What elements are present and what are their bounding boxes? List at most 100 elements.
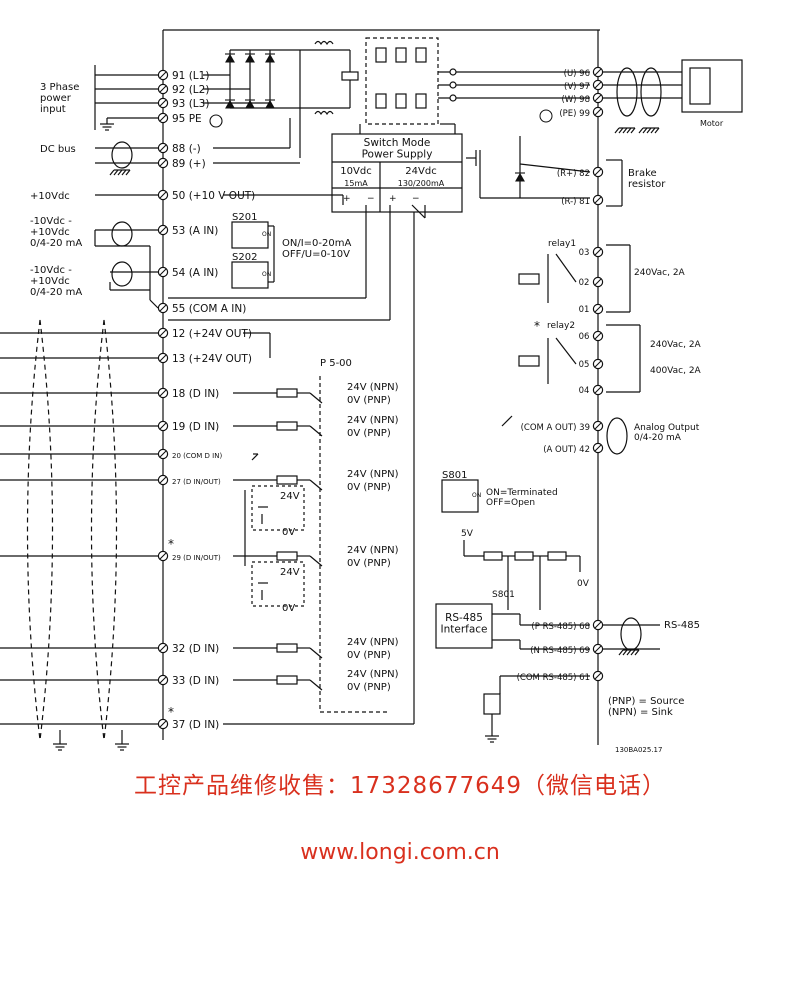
terminal-screw: [157, 302, 169, 314]
chassis-hatch: [113, 169, 119, 176]
terminal-slot: [159, 159, 167, 167]
terminal-screw: [592, 66, 604, 78]
terminal-label-50: 50 (+10 V OUT): [172, 190, 255, 202]
asterisk-29: *: [168, 537, 174, 551]
terminal-label-29: 29 (D IN/OUT): [172, 554, 221, 562]
terminal-screw: [592, 619, 604, 631]
wire: [309, 679, 323, 691]
terminal-screw: [592, 92, 604, 104]
chassis-hatch: [121, 169, 127, 176]
psu-minus: −: [367, 194, 375, 204]
chassis-hatch: [626, 649, 632, 656]
chassis-hatch: [626, 127, 632, 134]
diode-icon: [225, 53, 235, 63]
wire: [309, 479, 323, 491]
terminal-slot: [159, 354, 167, 362]
terminal-slot: [159, 85, 167, 93]
rs485-0v-label: 0V: [577, 579, 590, 589]
terminal-slot: [594, 645, 602, 653]
terminal-slot: [159, 144, 167, 152]
wire: [309, 392, 323, 404]
chassis-hatch: [654, 127, 660, 134]
chassis-hatch: [125, 169, 131, 176]
terminal-label-32: 32 (D IN): [172, 643, 219, 655]
terminal-label-54: 54 (A IN): [172, 267, 218, 279]
motor-label: Motor: [700, 119, 724, 128]
terminal-label-95: 95 PE: [172, 113, 202, 125]
terminal-slot: [159, 422, 167, 430]
terminal-screw: [157, 550, 169, 562]
terminal-screw: [157, 112, 169, 124]
npn-label: 24V (NPN): [347, 669, 399, 680]
website-link[interactable]: www.longi.com.cn: [300, 840, 500, 865]
terminal-slot: [159, 191, 167, 199]
logic-24v: 24V: [280, 491, 300, 502]
npn-label: 24V (NPN): [347, 469, 399, 480]
relay-coil: [518, 355, 540, 367]
resistor: [276, 643, 298, 653]
logic-24v: 24V: [280, 567, 300, 578]
chassis-hatch: [634, 649, 640, 656]
resistor: [483, 551, 503, 561]
terminal-label-20: 20 (COM D IN): [172, 452, 222, 460]
psu-10v-current: 15mA: [344, 179, 368, 188]
terminal-layer: [157, 66, 604, 730]
psu-plus: +: [343, 194, 351, 204]
terminal-slot: [594, 444, 602, 452]
diode-icon: [265, 53, 275, 63]
diode-body: [245, 53, 255, 63]
terminal-slot: [594, 332, 602, 340]
terminal-screw: [157, 69, 169, 81]
terminal-label-33: 33 (D IN): [172, 675, 219, 687]
right-terminal-label: (PE) 99: [559, 109, 590, 119]
pnp-label: 0V (PNP): [347, 428, 391, 439]
terminal-screw: [592, 194, 604, 206]
relay-contact-label: 01: [579, 305, 590, 315]
asterisk-37: *: [168, 705, 174, 719]
terminal-screw: [157, 157, 169, 169]
diode-body: [265, 99, 275, 109]
terminal-screw: [592, 246, 604, 258]
npn-label: 24V (NPN): [347, 415, 399, 426]
terminal-label-27: 27 (D IN/OUT): [172, 478, 221, 486]
relay-coil: [518, 273, 540, 285]
chassis-hatch: [650, 127, 656, 134]
drawing-code: 130BA025.17: [615, 746, 662, 754]
rs485-label: RS-485: [664, 620, 700, 631]
terminal-screw: [592, 670, 604, 682]
terminal-label-53: 53 (A IN): [172, 225, 218, 237]
terminal-slot: [594, 621, 602, 629]
terminal-label-13: 13 (+24V OUT): [172, 353, 252, 365]
terminal-slot: [594, 248, 602, 256]
capacitor-icon: [341, 71, 359, 81]
s201-on: ON: [262, 231, 271, 238]
chassis-hatch: [622, 127, 628, 134]
terminal-screw: [157, 718, 169, 730]
terminal-screw: [157, 97, 169, 109]
igbt-icon: [395, 47, 407, 63]
relay1-rating: 240Vac, 2A: [634, 268, 686, 278]
motor-winding: [689, 67, 711, 105]
terminal-screw: [157, 327, 169, 339]
right-terminal-label: (P RS-485) 68: [531, 622, 590, 632]
plus10-label: +10Vdc: [30, 191, 70, 202]
promo-text: 工控产品维修收售：17328677649（微信电话）: [134, 773, 666, 799]
diode-body: [265, 53, 275, 63]
terminal-screw: [157, 474, 169, 486]
terminal-slot: [594, 360, 602, 368]
cable-shield: [111, 141, 133, 169]
wire: [309, 425, 323, 437]
chassis-ground-icon: [618, 649, 640, 656]
terminal-label-37: 37 (D IN): [172, 719, 219, 731]
igbt-icon: [415, 47, 427, 63]
terminal-slot: [594, 81, 602, 89]
npn-label: 24V (NPN): [347, 545, 399, 556]
ground-icon: [485, 730, 499, 743]
resistor: [276, 388, 298, 398]
resistor: [276, 475, 298, 485]
chassis-ground-icon: [614, 127, 636, 134]
right-terminal-label: (W) 98: [561, 95, 590, 105]
wire: [309, 647, 323, 659]
